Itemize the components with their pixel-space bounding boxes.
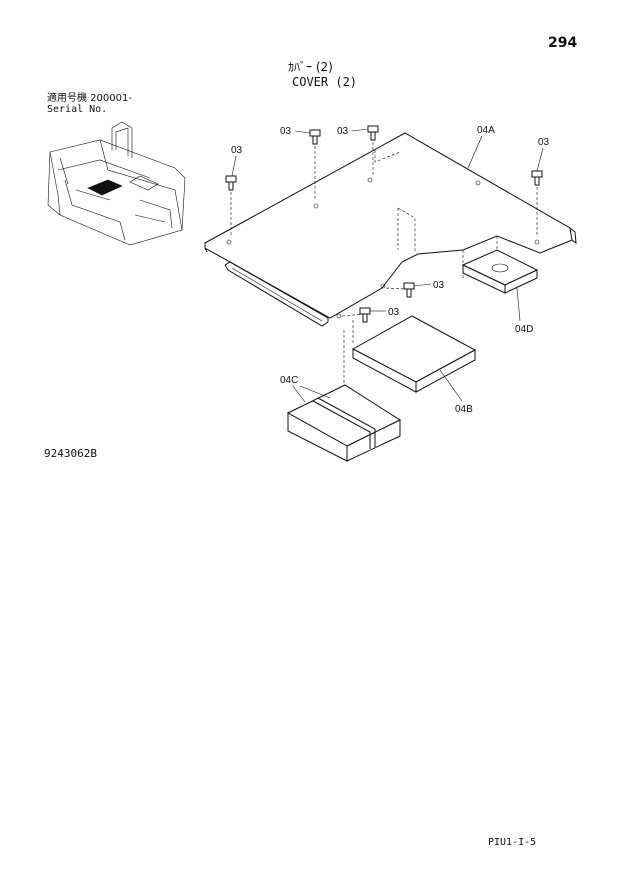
page-reference: PIU1-I-5	[488, 837, 537, 848]
cover-plate-04A	[204, 132, 577, 319]
callout-03: 03	[388, 307, 400, 318]
bolt-icon	[383, 282, 415, 298]
bolt-icon	[340, 307, 371, 323]
bolt-icon	[531, 170, 543, 236]
callout-03: 03	[538, 137, 550, 148]
callout-04A: 04A	[477, 125, 495, 136]
drawing-number: 9243062B	[44, 447, 97, 460]
leader-lines	[231, 128, 544, 403]
serial-label-english: Serial No.	[47, 104, 108, 115]
callout-04B: 04B	[455, 404, 473, 415]
bolt-icon	[367, 125, 379, 175]
callout-labels: 03 03 03 03 03 03 04A 04B 04C 04D	[231, 125, 550, 415]
cover-edge-strip	[224, 261, 329, 327]
pad-04B	[351, 315, 477, 393]
highlighted-cover-location	[87, 179, 123, 196]
machine-location-thumbnail	[47, 121, 186, 246]
bolts-03	[225, 125, 543, 323]
title-japanese: ｶﾊﾞｰ (2)	[288, 60, 333, 74]
callout-03: 03	[231, 145, 243, 156]
callout-04C: 04C	[280, 375, 298, 386]
pad-04D	[461, 236, 539, 294]
title-english: COVER (2)	[292, 75, 358, 89]
callout-03: 03	[280, 126, 292, 137]
bolt-icon	[225, 175, 237, 236]
callout-04D: 04D	[515, 324, 533, 335]
serial-label-japanese: 適用号機 200001-	[47, 93, 132, 104]
bolt-icon	[309, 129, 321, 200]
page-number: 294	[548, 35, 578, 51]
pad-04C	[286, 330, 402, 462]
callout-03: 03	[433, 280, 445, 291]
callout-03: 03	[337, 126, 349, 137]
